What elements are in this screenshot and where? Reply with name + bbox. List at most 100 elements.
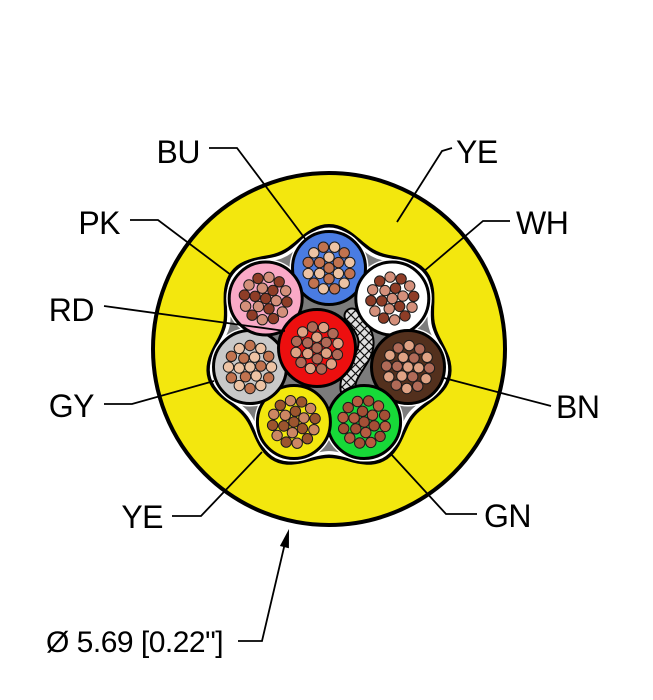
- strand: [394, 300, 406, 313]
- strand: [389, 282, 402, 294]
- strand: [338, 277, 350, 289]
- leader-ye-top: [396, 147, 453, 223]
- strand: [374, 275, 386, 287]
- strand: [255, 342, 267, 355]
- strand: [302, 347, 314, 360]
- wire-strands-rd: [290, 321, 344, 375]
- strand: [384, 271, 396, 283]
- strand: [317, 283, 330, 295]
- strand: [301, 433, 314, 445]
- label-rd: RD: [49, 292, 94, 328]
- strand: [384, 349, 396, 361]
- strand: [408, 352, 420, 364]
- strand: [225, 350, 238, 362]
- strand: [377, 312, 390, 324]
- strand: [404, 280, 416, 292]
- strand: [288, 416, 300, 428]
- strand: [256, 282, 268, 294]
- strand: [278, 420, 290, 432]
- strand: [399, 310, 411, 322]
- strand: [408, 290, 420, 302]
- strand: [332, 256, 345, 269]
- strand: [290, 346, 302, 359]
- strand: [403, 339, 415, 352]
- strand: [313, 256, 326, 269]
- strand: [249, 290, 261, 302]
- leader-ye-bottom: [172, 451, 263, 517]
- leader-bn: [443, 377, 552, 407]
- wire-wh: [354, 260, 431, 337]
- strand: [252, 300, 265, 313]
- wire-pk: [227, 260, 304, 337]
- wire-gy: [212, 329, 288, 405]
- strand: [311, 331, 323, 343]
- strand: [244, 339, 256, 352]
- strand: [222, 361, 235, 373]
- strand: [421, 351, 433, 363]
- strand: [351, 395, 364, 408]
- label-ye-bottom: YE: [121, 499, 163, 535]
- wire-strands-wh: [365, 271, 420, 326]
- strand: [266, 419, 279, 431]
- strand: [256, 314, 268, 326]
- strand: [304, 402, 317, 415]
- strand: [313, 267, 326, 280]
- strand: [317, 321, 330, 334]
- strand: [323, 251, 335, 263]
- strand: [414, 343, 426, 355]
- strand: [290, 335, 303, 348]
- wire-strands-ye: [266, 395, 321, 449]
- strand: [376, 295, 388, 307]
- strand: [391, 360, 403, 372]
- wire-strands-gy: [222, 339, 278, 395]
- strand: [315, 363, 328, 375]
- strand: [348, 412, 360, 424]
- strand: [233, 342, 246, 355]
- strand: [286, 427, 299, 439]
- strand: [281, 296, 293, 308]
- strand: [338, 422, 350, 435]
- strand: [225, 372, 238, 384]
- strand: [263, 303, 275, 315]
- strand: [383, 303, 395, 315]
- strand: [255, 360, 267, 372]
- strand: [248, 351, 261, 363]
- strand: [397, 351, 409, 363]
- filler-hatch: [341, 309, 373, 396]
- label-gy: GY: [49, 388, 94, 424]
- strand: [309, 412, 321, 425]
- leader-pk: [130, 219, 232, 276]
- leader-bu: [209, 147, 307, 241]
- strand: [331, 348, 344, 361]
- strand: [246, 309, 258, 321]
- strand: [304, 362, 317, 375]
- strand: [273, 276, 285, 288]
- strand: [379, 284, 391, 297]
- strand: [323, 262, 335, 274]
- strand: [233, 379, 246, 392]
- wire-strands-bu: [302, 241, 356, 295]
- strand: [252, 272, 264, 285]
- strand: [238, 352, 250, 364]
- strand: [327, 327, 339, 340]
- filler: [339, 307, 375, 398]
- strand: [367, 284, 379, 296]
- label-ye-top: YE: [456, 134, 498, 170]
- strand: [412, 380, 424, 392]
- strand: [302, 267, 314, 280]
- wire-ye: [255, 384, 332, 460]
- strand: [320, 347, 333, 359]
- strand: [383, 371, 395, 383]
- strand: [311, 353, 323, 365]
- wire-bn: [370, 329, 446, 405]
- strand: [323, 273, 335, 285]
- strand: [263, 350, 275, 362]
- strand: [396, 370, 408, 382]
- strand: [265, 361, 278, 373]
- strand: [308, 424, 320, 436]
- strand: [289, 405, 302, 417]
- strand: [372, 400, 385, 412]
- strand: [413, 362, 425, 374]
